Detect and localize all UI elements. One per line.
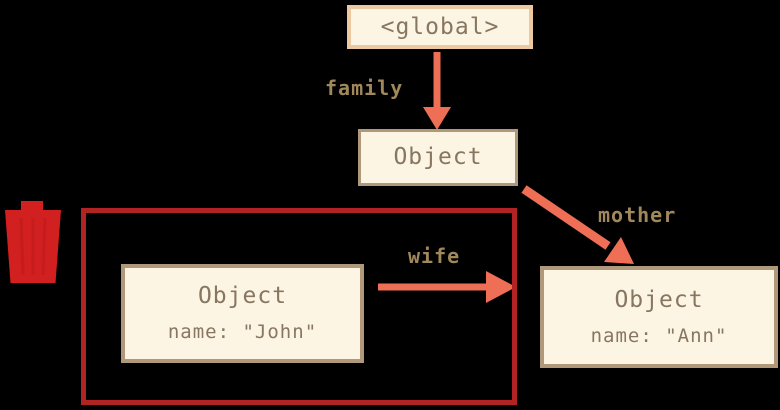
ann-name-property: name: "Ann" xyxy=(590,324,728,347)
global-node-label: <global> xyxy=(380,13,500,40)
john-object-label: Object xyxy=(197,283,288,309)
ann-object-node: Object name: "Ann" xyxy=(540,266,778,368)
global-node: <global> xyxy=(347,5,533,49)
ann-object-label: Object xyxy=(614,286,704,313)
family-object-node: Object xyxy=(358,129,518,186)
john-name-property: name: "John" xyxy=(167,321,318,343)
mother-edge-label: mother xyxy=(598,203,677,227)
family-arrow xyxy=(423,52,451,130)
family-object-label: Object xyxy=(393,144,483,170)
trash-icon xyxy=(5,201,61,283)
wife-edge-label: wife xyxy=(408,244,461,268)
john-object-node: Object name: "John" xyxy=(121,264,364,363)
deleted-scope-outline xyxy=(81,208,517,405)
family-edge-label: family xyxy=(325,76,404,100)
